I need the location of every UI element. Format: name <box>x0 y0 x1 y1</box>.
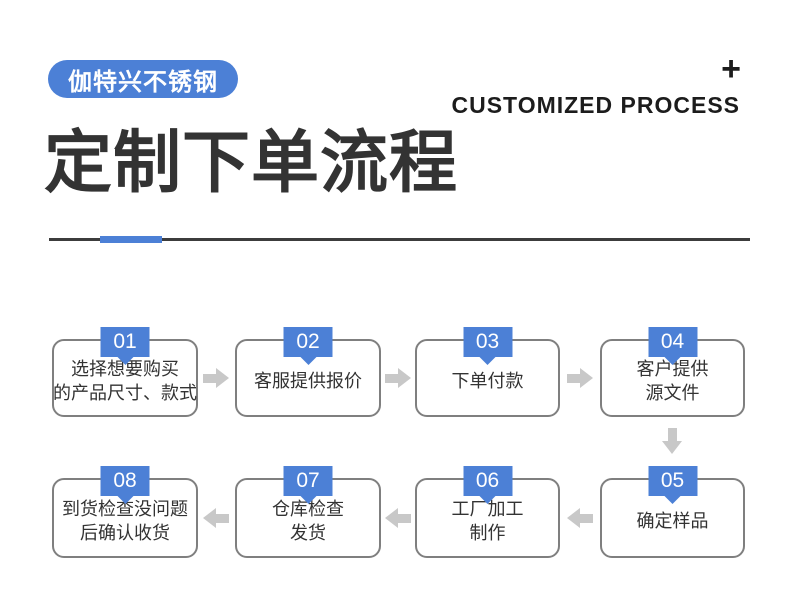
step-number-badge: 07 <box>283 466 333 496</box>
step-text-line: 下单付款 <box>451 371 524 392</box>
arrow-right-icon <box>385 368 411 388</box>
step-text-line: 确定样品 <box>636 511 709 532</box>
arrow-left-icon <box>203 508 229 528</box>
step-text-line: 客户提供 <box>636 359 709 380</box>
step-box-05: 05 确定样品 <box>600 466 745 558</box>
plus-icon: + <box>721 50 741 88</box>
arrow-left-icon <box>567 508 593 528</box>
step-text-line: 后确认收货 <box>80 523 170 543</box>
step-text-line: 发货 <box>290 523 326 543</box>
step-text-line: 客服提供报价 <box>254 371 362 392</box>
arrow-left-icon <box>385 508 411 528</box>
step-text-line: 到货检查没问题 <box>62 499 188 520</box>
step-text: 客户提供 源文件 <box>637 350 709 406</box>
step-text-line: 仓库检查 <box>272 499 344 520</box>
step-number-badge: 08 <box>100 466 150 496</box>
step-number-badge: 06 <box>463 466 512 496</box>
step-box-07: 07 仓库检查 发货 <box>235 466 381 558</box>
page-title: 定制下单流程 <box>44 125 459 201</box>
step-text: 工厂加工 制作 <box>452 490 524 546</box>
brand-badge: 伽特兴不锈钢 <box>48 60 238 98</box>
step-text-line: 源文件 <box>645 383 700 403</box>
step-box-02: 02 客服提供报价 <box>235 327 381 417</box>
step-box-01: 01 选择想要购买 的产品尺寸、款式 <box>52 327 198 417</box>
step-box-08: 08 到货检查没问题 后确认收货 <box>52 466 198 558</box>
step-number-badge: 04 <box>648 327 697 357</box>
arrow-right-icon <box>567 368 593 388</box>
arrow-right-icon <box>203 368 229 388</box>
subtitle-english: CUSTOMIZED PROCESS <box>451 92 740 118</box>
step-text-line: 的产品尺寸、款式 <box>53 383 197 403</box>
divider-line <box>49 238 750 241</box>
step-text-line: 制作 <box>469 523 506 543</box>
step-number-badge: 05 <box>648 466 697 496</box>
step-text: 选择想要购买 的产品尺寸、款式 <box>53 350 197 406</box>
step-text: 到货检查没问题 后确认收货 <box>62 490 188 546</box>
step-text: 仓库检查 发货 <box>272 490 344 546</box>
step-text: 确定样品 <box>637 502 709 534</box>
step-text-line: 选择想要购买 <box>71 359 179 380</box>
step-number-badge: 01 <box>100 327 150 357</box>
step-text: 客服提供报价 <box>254 362 362 394</box>
step-text-line: 工厂加工 <box>451 499 524 520</box>
divider-accent-segment <box>100 236 162 243</box>
step-box-06: 06 工厂加工 制作 <box>415 466 560 558</box>
arrow-down-icon <box>662 428 682 454</box>
step-number-badge: 02 <box>283 327 333 357</box>
step-text: 下单付款 <box>452 362 524 394</box>
step-box-03: 03 下单付款 <box>415 327 560 417</box>
step-number-badge: 03 <box>463 327 512 357</box>
step-box-04: 04 客户提供 源文件 <box>600 327 745 417</box>
